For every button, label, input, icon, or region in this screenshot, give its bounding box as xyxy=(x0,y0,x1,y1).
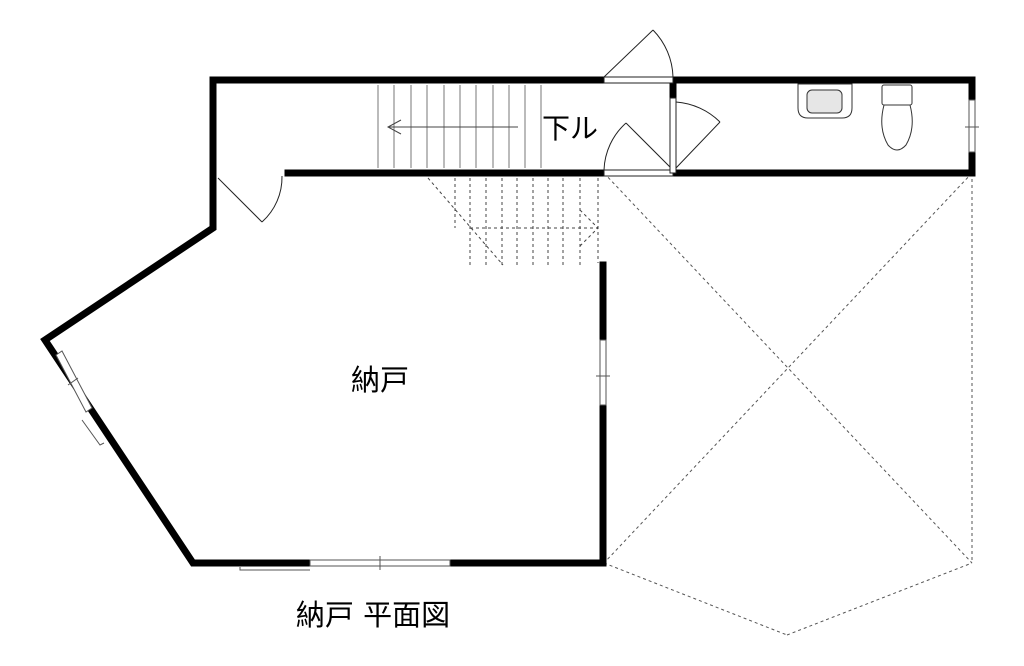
walls xyxy=(40,76,976,567)
stairs-down-label: 下ル xyxy=(542,112,598,145)
room-label-storage: 納戸 xyxy=(351,363,409,397)
sink-icon xyxy=(797,83,853,119)
lower-stairs-dashed xyxy=(427,177,599,266)
door-swing-icon xyxy=(217,29,721,223)
void-dashed-lines xyxy=(603,172,973,636)
plan-title: 納戸 平面図 xyxy=(296,598,450,632)
window-icon xyxy=(55,99,979,571)
stairs-icon xyxy=(377,85,542,168)
toilet-icon xyxy=(881,84,913,151)
